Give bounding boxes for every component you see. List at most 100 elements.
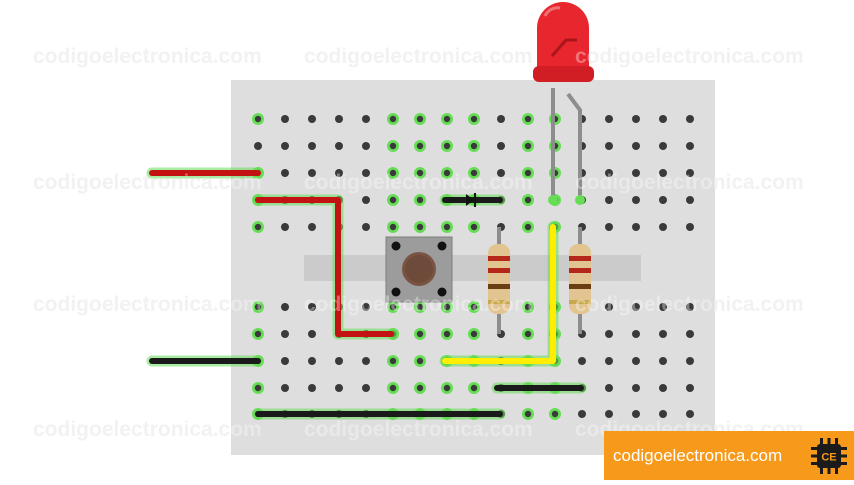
yellow-wire (442, 224, 556, 364)
watermark-text: codigoelectronica.com (304, 171, 533, 194)
breadboard-hole (659, 169, 667, 177)
breadboard-hole (686, 169, 694, 177)
breadboard-hole (362, 384, 370, 392)
breadboard-hole (605, 410, 613, 418)
diode-jumper-icon (466, 193, 476, 207)
watermark-text: codigoelectronica.com (575, 45, 804, 68)
watermark-text: codigoelectronica.com (33, 171, 262, 194)
breadboard-hole (335, 357, 343, 365)
push-button-icon (385, 236, 453, 303)
breadboard-hole (443, 169, 451, 177)
watermark-text: codigoelectronica.com (33, 293, 262, 316)
breadboard-hole (632, 330, 640, 338)
breadboard-hole (632, 357, 640, 365)
breadboard-hole (605, 142, 613, 150)
breadboard-hole (605, 223, 613, 231)
breadboard-hole (686, 330, 694, 338)
svg-text:CE: CE (821, 452, 836, 464)
breadboard-hole (524, 410, 532, 418)
breadboard-hole (335, 115, 343, 123)
breadboard-hole (389, 384, 397, 392)
breadboard-hole (335, 169, 343, 177)
breadboard-hole (389, 196, 397, 204)
breadboard-hole (443, 384, 451, 392)
breadboard-hole (659, 357, 667, 365)
breadboard-hole (686, 357, 694, 365)
breadboard-hole (362, 142, 370, 150)
breadboard-hole (605, 196, 613, 204)
resistor-icon (488, 227, 510, 334)
breadboard-hole (659, 223, 667, 231)
brand-text: codigoelectronica.com (613, 445, 783, 465)
breadboard-hole (281, 384, 289, 392)
watermark-text: codigoelectronica.com (575, 293, 804, 316)
breadboard-hole (308, 330, 316, 338)
breadboard-hole (686, 410, 694, 418)
breadboard-hole (659, 330, 667, 338)
breadboard-hole (686, 115, 694, 123)
breadboard-hole (632, 142, 640, 150)
breadboard-hole (335, 384, 343, 392)
breadboard-hole (578, 410, 586, 418)
breadboard-hole (632, 196, 640, 204)
breadboard-hole (362, 223, 370, 231)
breadboard-hole (362, 303, 370, 311)
breadboard-hole (308, 142, 316, 150)
breadboard-hole (308, 303, 316, 311)
chip-logo-icon: CE (808, 435, 850, 477)
watermark-text: codigoelectronica.com (575, 45, 804, 68)
breadboard-hole (470, 384, 478, 392)
breadboard-hole (281, 303, 289, 311)
breadboard-hole (254, 384, 262, 392)
breadboard-hole (308, 357, 316, 365)
breadboard-hole (470, 169, 478, 177)
breadboard-hole (686, 223, 694, 231)
breadboard-hole (389, 357, 397, 365)
breadboard-hole (659, 142, 667, 150)
watermark-text: codigoelectronica.com (304, 293, 533, 316)
breadboard-hole (308, 223, 316, 231)
breadboard-hole (443, 142, 451, 150)
red-wire-to-button (255, 197, 394, 337)
breadboard-hole (254, 115, 262, 123)
breadboard-hole (362, 357, 370, 365)
breadboard-hole (659, 303, 667, 311)
breadboard-hole (632, 303, 640, 311)
breadboard-hole (416, 303, 424, 311)
breadboard-hole (605, 303, 613, 311)
breadboard-hole (416, 330, 424, 338)
breadboard-hole (443, 303, 451, 311)
breadboard-hole (497, 142, 505, 150)
breadboard-hole (416, 357, 424, 365)
breadboard-hole (524, 142, 532, 150)
breadboard-hole (524, 115, 532, 123)
breadboard-hole (254, 303, 262, 311)
breadboard-hole (578, 357, 586, 365)
breadboard-hole (416, 196, 424, 204)
watermark-text: codigoelectronica.com (33, 293, 262, 316)
watermark-text: codigoelectronica.com (33, 418, 262, 441)
brand-badge[interactable]: codigoelectronica.com CE (604, 431, 854, 480)
watermark-text: codigoelectronica.com (304, 45, 533, 68)
watermark-text: codigoelectronica.com (33, 45, 262, 68)
breadboard-hole (308, 115, 316, 123)
breadboard-hole (524, 330, 532, 338)
watermark-text: codigoelectronica.com (304, 418, 533, 441)
watermark-text: codigoelectronica.com (575, 171, 804, 194)
breadboard-hole (416, 115, 424, 123)
breadboard-hole (632, 115, 640, 123)
breadboard-hole (632, 169, 640, 177)
breadboard-hole (470, 330, 478, 338)
breadboard-hole (416, 384, 424, 392)
breadboard-hole (308, 169, 316, 177)
breadboard-hole (416, 142, 424, 150)
breadboard-hole (497, 169, 505, 177)
breadboard-hole (443, 223, 451, 231)
breadboard-hole (632, 384, 640, 392)
breadboard-hole (389, 223, 397, 231)
breadboard-hole (281, 223, 289, 231)
red-led-icon (533, 2, 594, 205)
breadboard-hole (524, 223, 532, 231)
breadboard-hole (605, 169, 613, 177)
